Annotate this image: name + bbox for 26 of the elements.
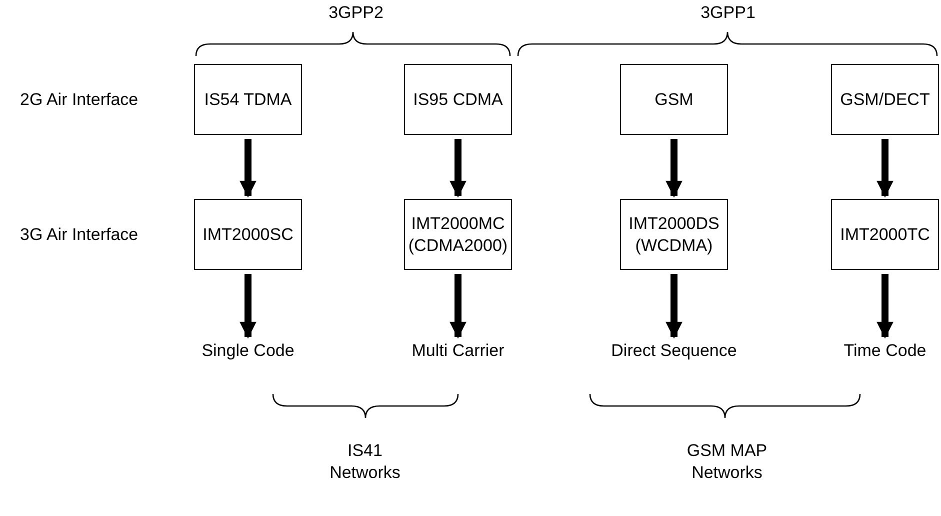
arrow: [876, 274, 894, 339]
process-box: IMT2000MC (CDMA2000): [404, 199, 512, 270]
process-box: IMT2000DS (WCDMA): [620, 199, 728, 270]
group-label: GSM MAP Networks: [686, 440, 768, 484]
process-box: GSM: [620, 64, 728, 135]
arrow: [450, 139, 466, 198]
outcome-text: Single Code: [178, 340, 318, 362]
row-label: 3G Air Interface: [20, 224, 140, 246]
process-box: IMT2000TC: [831, 199, 939, 270]
process-box: IS95 CDMA: [404, 64, 512, 135]
arrow: [666, 274, 682, 339]
arrow: [240, 139, 256, 198]
group-label: 3GPP1: [700, 2, 756, 24]
arrow: [450, 274, 466, 339]
outcome-text: Multi Carrier: [388, 340, 528, 362]
outcome-text: Direct Sequence: [604, 340, 744, 362]
group-label: IS41 Networks: [328, 440, 402, 484]
process-box: IMT2000SC: [194, 199, 302, 270]
group-label: 3GPP2: [328, 2, 384, 24]
process-box: GSM/DECT: [831, 64, 939, 135]
process-box: IS54 TDMA: [194, 64, 302, 135]
arrow: [666, 139, 682, 198]
outcome-text: Time Code: [815, 340, 941, 362]
row-label: 2G Air Interface: [20, 89, 140, 111]
arrow: [240, 274, 256, 339]
arrow: [876, 139, 894, 198]
